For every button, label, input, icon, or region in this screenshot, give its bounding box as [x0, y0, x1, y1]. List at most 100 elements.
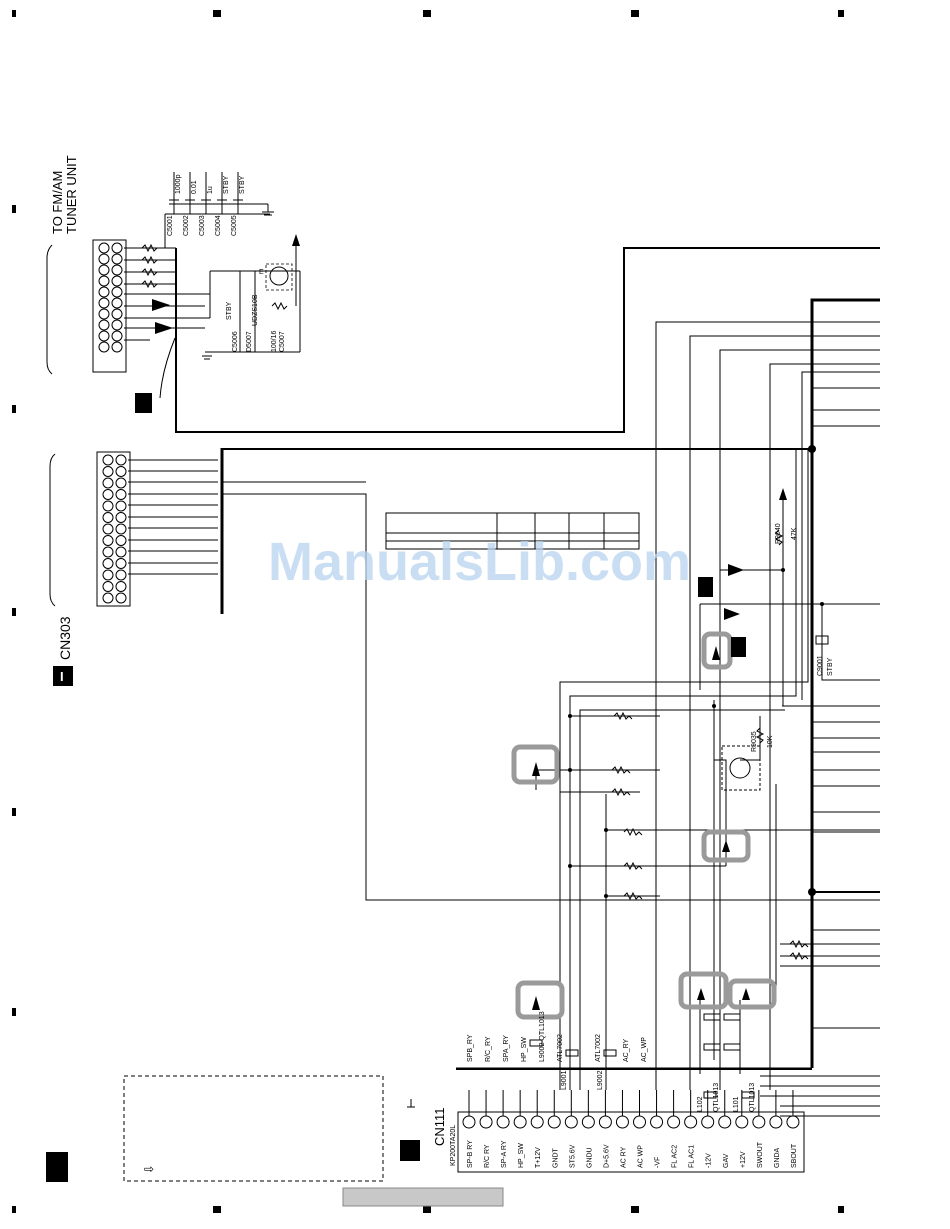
c5001-value: 1000p	[175, 174, 182, 194]
c5004-value: STBY	[223, 175, 230, 194]
cn111-pin	[581, 1115, 595, 1129]
signal-label: L9002 QTL1013	[539, 1011, 546, 1062]
cn303-pin-left	[102, 569, 114, 581]
cn303-pin-right	[115, 581, 127, 592]
cn111-pin-label: -VF	[655, 1157, 662, 1168]
cn111-pin-label: SWOUT	[757, 1141, 764, 1168]
cn303-pin-left	[102, 535, 114, 546]
cn111-pin	[684, 1115, 698, 1129]
tuner-pin-right	[111, 264, 123, 276]
cn111-pin-label: SBOUT	[791, 1143, 798, 1168]
cn303-pin-right	[115, 569, 127, 581]
tuner-section: TO FM/AM TUNER UNIT	[46, 155, 301, 413]
d5007-part: UDZS10B	[252, 294, 259, 326]
tuner-pin-right	[111, 286, 123, 298]
section-badge: I	[60, 669, 64, 684]
r9040-ref: R9040	[775, 523, 782, 544]
c5005-ref: C5005	[231, 215, 238, 236]
l9002-label: L9002	[597, 1070, 604, 1090]
cn111-pin-label: GNDU	[586, 1147, 593, 1168]
cn111-pin-label: ST5.6V	[569, 1144, 576, 1168]
tuner-pin-left	[98, 330, 110, 342]
tuner-pin-right	[111, 330, 123, 342]
tuner-pin-left	[98, 264, 110, 276]
cn111-pin	[462, 1115, 476, 1129]
cn111-pin	[735, 1115, 749, 1129]
cn303-pin-left	[102, 581, 114, 592]
cn111-pin-label: SP-B RY	[467, 1140, 474, 1168]
c5007-value: 100/16	[271, 330, 278, 352]
transistor-emitter-label: E	[259, 269, 264, 276]
tuner-pin-left	[98, 275, 110, 287]
cn111-pin	[547, 1115, 561, 1129]
cn111-pin	[633, 1115, 646, 1129]
tuner-regulator: E STBY C5006 D5007 UDZS10B 100/16 C5007	[202, 234, 300, 360]
cn303-pin-right	[115, 535, 127, 546]
r9040-value: 47K	[791, 527, 798, 540]
tuner-pin-left	[98, 297, 110, 309]
signal-label: ATL7002	[557, 1034, 564, 1062]
l102-label: L102	[697, 1096, 704, 1112]
l102-part: QTL1013	[713, 1083, 720, 1112]
l101-part: QTL1013	[749, 1083, 756, 1112]
registration-marks	[12, 10, 844, 1213]
c5007-ref: C5007	[279, 331, 286, 352]
cn111-pin-label: AC WP	[638, 1145, 645, 1168]
cn111-pin-label: GAV	[723, 1153, 730, 1168]
highlight-callouts	[511, 631, 777, 1020]
cn303-pin-left	[102, 489, 114, 500]
cn111-pin	[786, 1115, 800, 1129]
l101-label: L101	[733, 1096, 740, 1112]
c5003-value: 1u	[207, 186, 214, 194]
cn111-pin	[701, 1115, 715, 1129]
cn111-pin-label: AC RY	[620, 1146, 627, 1168]
part-labels: R9040 47K R9035 10K C9001 STBY	[751, 523, 834, 752]
main-wiring	[46, 247, 880, 1182]
cn111-pin-label: D+5.6V	[603, 1144, 610, 1168]
signal-label: ATL7002	[595, 1034, 602, 1062]
footer-bar	[342, 1187, 504, 1207]
cn303-pin-left	[102, 592, 114, 604]
signal-label: AC_RY	[623, 1038, 630, 1062]
c5006-ref: C5006	[232, 331, 239, 352]
tuner-pin-right	[111, 297, 123, 309]
r9035-value: 10K	[767, 735, 774, 748]
cn303-pin-left	[102, 454, 114, 466]
cn111-label: CN111	[432, 1107, 447, 1146]
c9001-value: STBY	[827, 657, 834, 676]
cn111-pin	[530, 1115, 544, 1129]
cn111-pin-label: T+12V	[535, 1147, 542, 1168]
cn111-part: KP200TA20L	[450, 1125, 457, 1166]
tuner-pin-left	[98, 341, 110, 353]
cn303-pin-left	[102, 477, 114, 489]
tuner-pin-left	[98, 319, 110, 331]
cn111-pin-label: R/C RY	[484, 1144, 491, 1168]
tuner-capacitors: 1000p 0.01 1u STBY STBY C5001 C5002 C500…	[167, 172, 274, 236]
empty-table	[385, 512, 640, 550]
tuner-pin-left	[98, 308, 110, 320]
c5006-value: STBY	[226, 301, 233, 320]
tuner-title-line2: TUNER UNIT	[64, 155, 79, 234]
cn111-pin-label: GNDA	[774, 1147, 781, 1168]
signal-label: R/C_RY	[485, 1036, 492, 1062]
tuner-pin-left	[98, 242, 110, 254]
cn111-pin	[718, 1115, 732, 1129]
c9001-ref: C9001	[817, 655, 824, 676]
d5007-ref: D5007	[246, 331, 253, 352]
cn111-pin	[564, 1115, 578, 1129]
cn303-pin-left	[102, 466, 114, 477]
c5001-ref: C5001	[167, 215, 174, 236]
tuner-pin-right	[111, 253, 123, 265]
c5002-value: 0.01	[191, 180, 198, 194]
cn303-pin-left	[102, 558, 114, 569]
cn303-pin-right	[115, 546, 127, 558]
cn303-pin-right	[115, 592, 127, 604]
cn111-pin-label: SP-A RY	[501, 1140, 508, 1168]
cn111-pin-label: -12V	[706, 1153, 713, 1168]
section-badge-box	[53, 666, 73, 686]
cn303-pin-right	[115, 500, 127, 512]
cn303-pin-left	[102, 523, 114, 535]
c5002-ref: C5002	[183, 215, 190, 236]
